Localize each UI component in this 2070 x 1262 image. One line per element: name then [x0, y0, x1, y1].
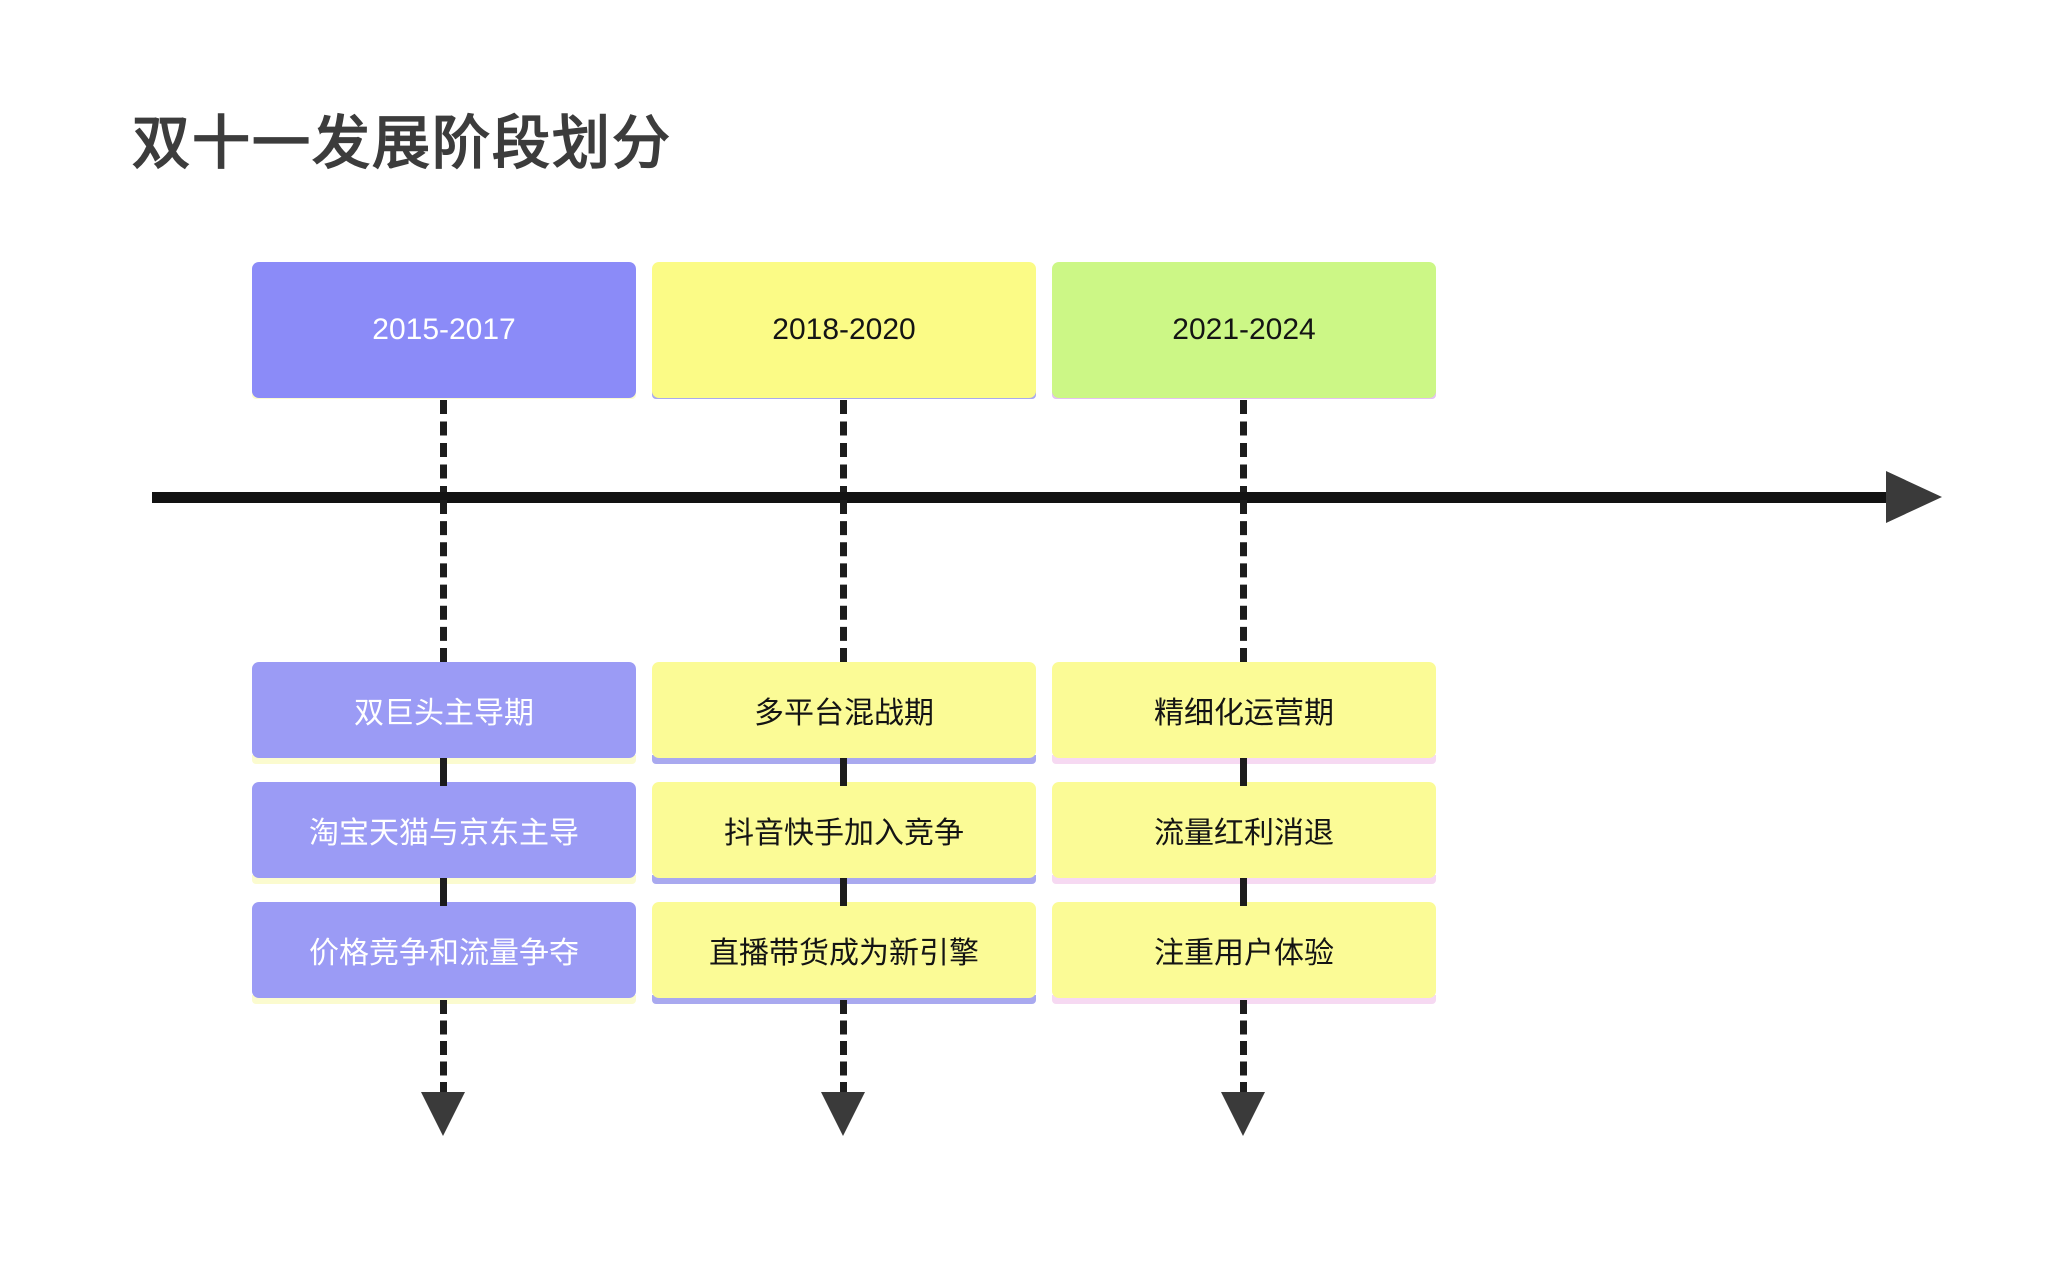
- item-box-c3-r2[interactable]: 流量红利消退: [1052, 782, 1436, 878]
- item-box-shadow-c2-r3: [652, 995, 1036, 1004]
- item-box-c2-r1[interactable]: 多平台混战期: [652, 662, 1036, 758]
- connector-dashed-gap-c1-1: [440, 758, 447, 786]
- item-box-shadow-c1-r3: [252, 995, 636, 1004]
- page-title: 双十一发展阶段划分: [132, 111, 673, 176]
- connector-dashed-gap-c2-1: [840, 758, 847, 786]
- item-box-c3-r3[interactable]: 注重用户体验: [1052, 902, 1436, 998]
- phase-box-label: 2018-2020: [772, 313, 916, 346]
- phase-box-2015-2017[interactable]: 2015-2017: [252, 262, 636, 398]
- connector-dashed-mid-2: [840, 500, 847, 662]
- item-box-label: 双巨头主导期: [354, 697, 534, 730]
- item-box-label: 注重用户体验: [1154, 937, 1334, 970]
- item-box-c1-r2[interactable]: 淘宝天猫与京东主导: [252, 782, 636, 878]
- phase-box-label: 2015-2017: [372, 313, 516, 346]
- item-box-label: 流量红利消退: [1154, 817, 1334, 850]
- timeline-arrow-right-icon: [1886, 471, 1942, 523]
- connector-dashed-gap-c2-2: [840, 878, 847, 906]
- item-box-label: 直播带货成为新引擎: [709, 937, 979, 970]
- item-box-shadow-c3-r3: [1052, 995, 1436, 1004]
- item-box-c1-r3[interactable]: 价格竞争和流量争夺: [252, 902, 636, 998]
- phase-box-2018-2020[interactable]: 2018-2020: [652, 262, 1036, 398]
- connector-dashed-bottom-3: [1240, 1000, 1247, 1096]
- connector-dashed-bottom-2: [840, 1000, 847, 1096]
- item-box-c1-r1[interactable]: 双巨头主导期: [252, 662, 636, 758]
- timeline-axis-line: [152, 492, 1902, 503]
- item-box-label: 多平台混战期: [754, 697, 934, 730]
- connector-dashed-mid-3: [1240, 500, 1247, 662]
- connector-dashed-top-3: [1240, 400, 1247, 500]
- item-box-c2-r3[interactable]: 直播带货成为新引擎: [652, 902, 1036, 998]
- connector-dashed-bottom-1: [440, 1000, 447, 1096]
- connector-dashed-top-2: [840, 400, 847, 500]
- connector-arrow-down-icon-2: [821, 1092, 865, 1136]
- item-box-label: 抖音快手加入竞争: [724, 817, 964, 850]
- item-box-c3-r1[interactable]: 精细化运营期: [1052, 662, 1436, 758]
- connector-arrow-down-icon-1: [421, 1092, 465, 1136]
- connector-dashed-mid-1: [440, 500, 447, 662]
- phase-box-2021-2024[interactable]: 2021-2024: [1052, 262, 1436, 398]
- item-box-label: 精细化运营期: [1154, 697, 1334, 730]
- connector-dashed-top-1: [440, 400, 447, 500]
- connector-dashed-gap-c3-2: [1240, 878, 1247, 906]
- connector-arrow-down-icon-3: [1221, 1092, 1265, 1136]
- item-box-label: 淘宝天猫与京东主导: [309, 817, 579, 850]
- connector-dashed-gap-c1-2: [440, 878, 447, 906]
- item-box-c2-r2[interactable]: 抖音快手加入竞争: [652, 782, 1036, 878]
- item-box-label: 价格竞争和流量争夺: [309, 937, 579, 970]
- phase-box-label: 2021-2024: [1172, 313, 1316, 346]
- connector-dashed-gap-c3-1: [1240, 758, 1247, 786]
